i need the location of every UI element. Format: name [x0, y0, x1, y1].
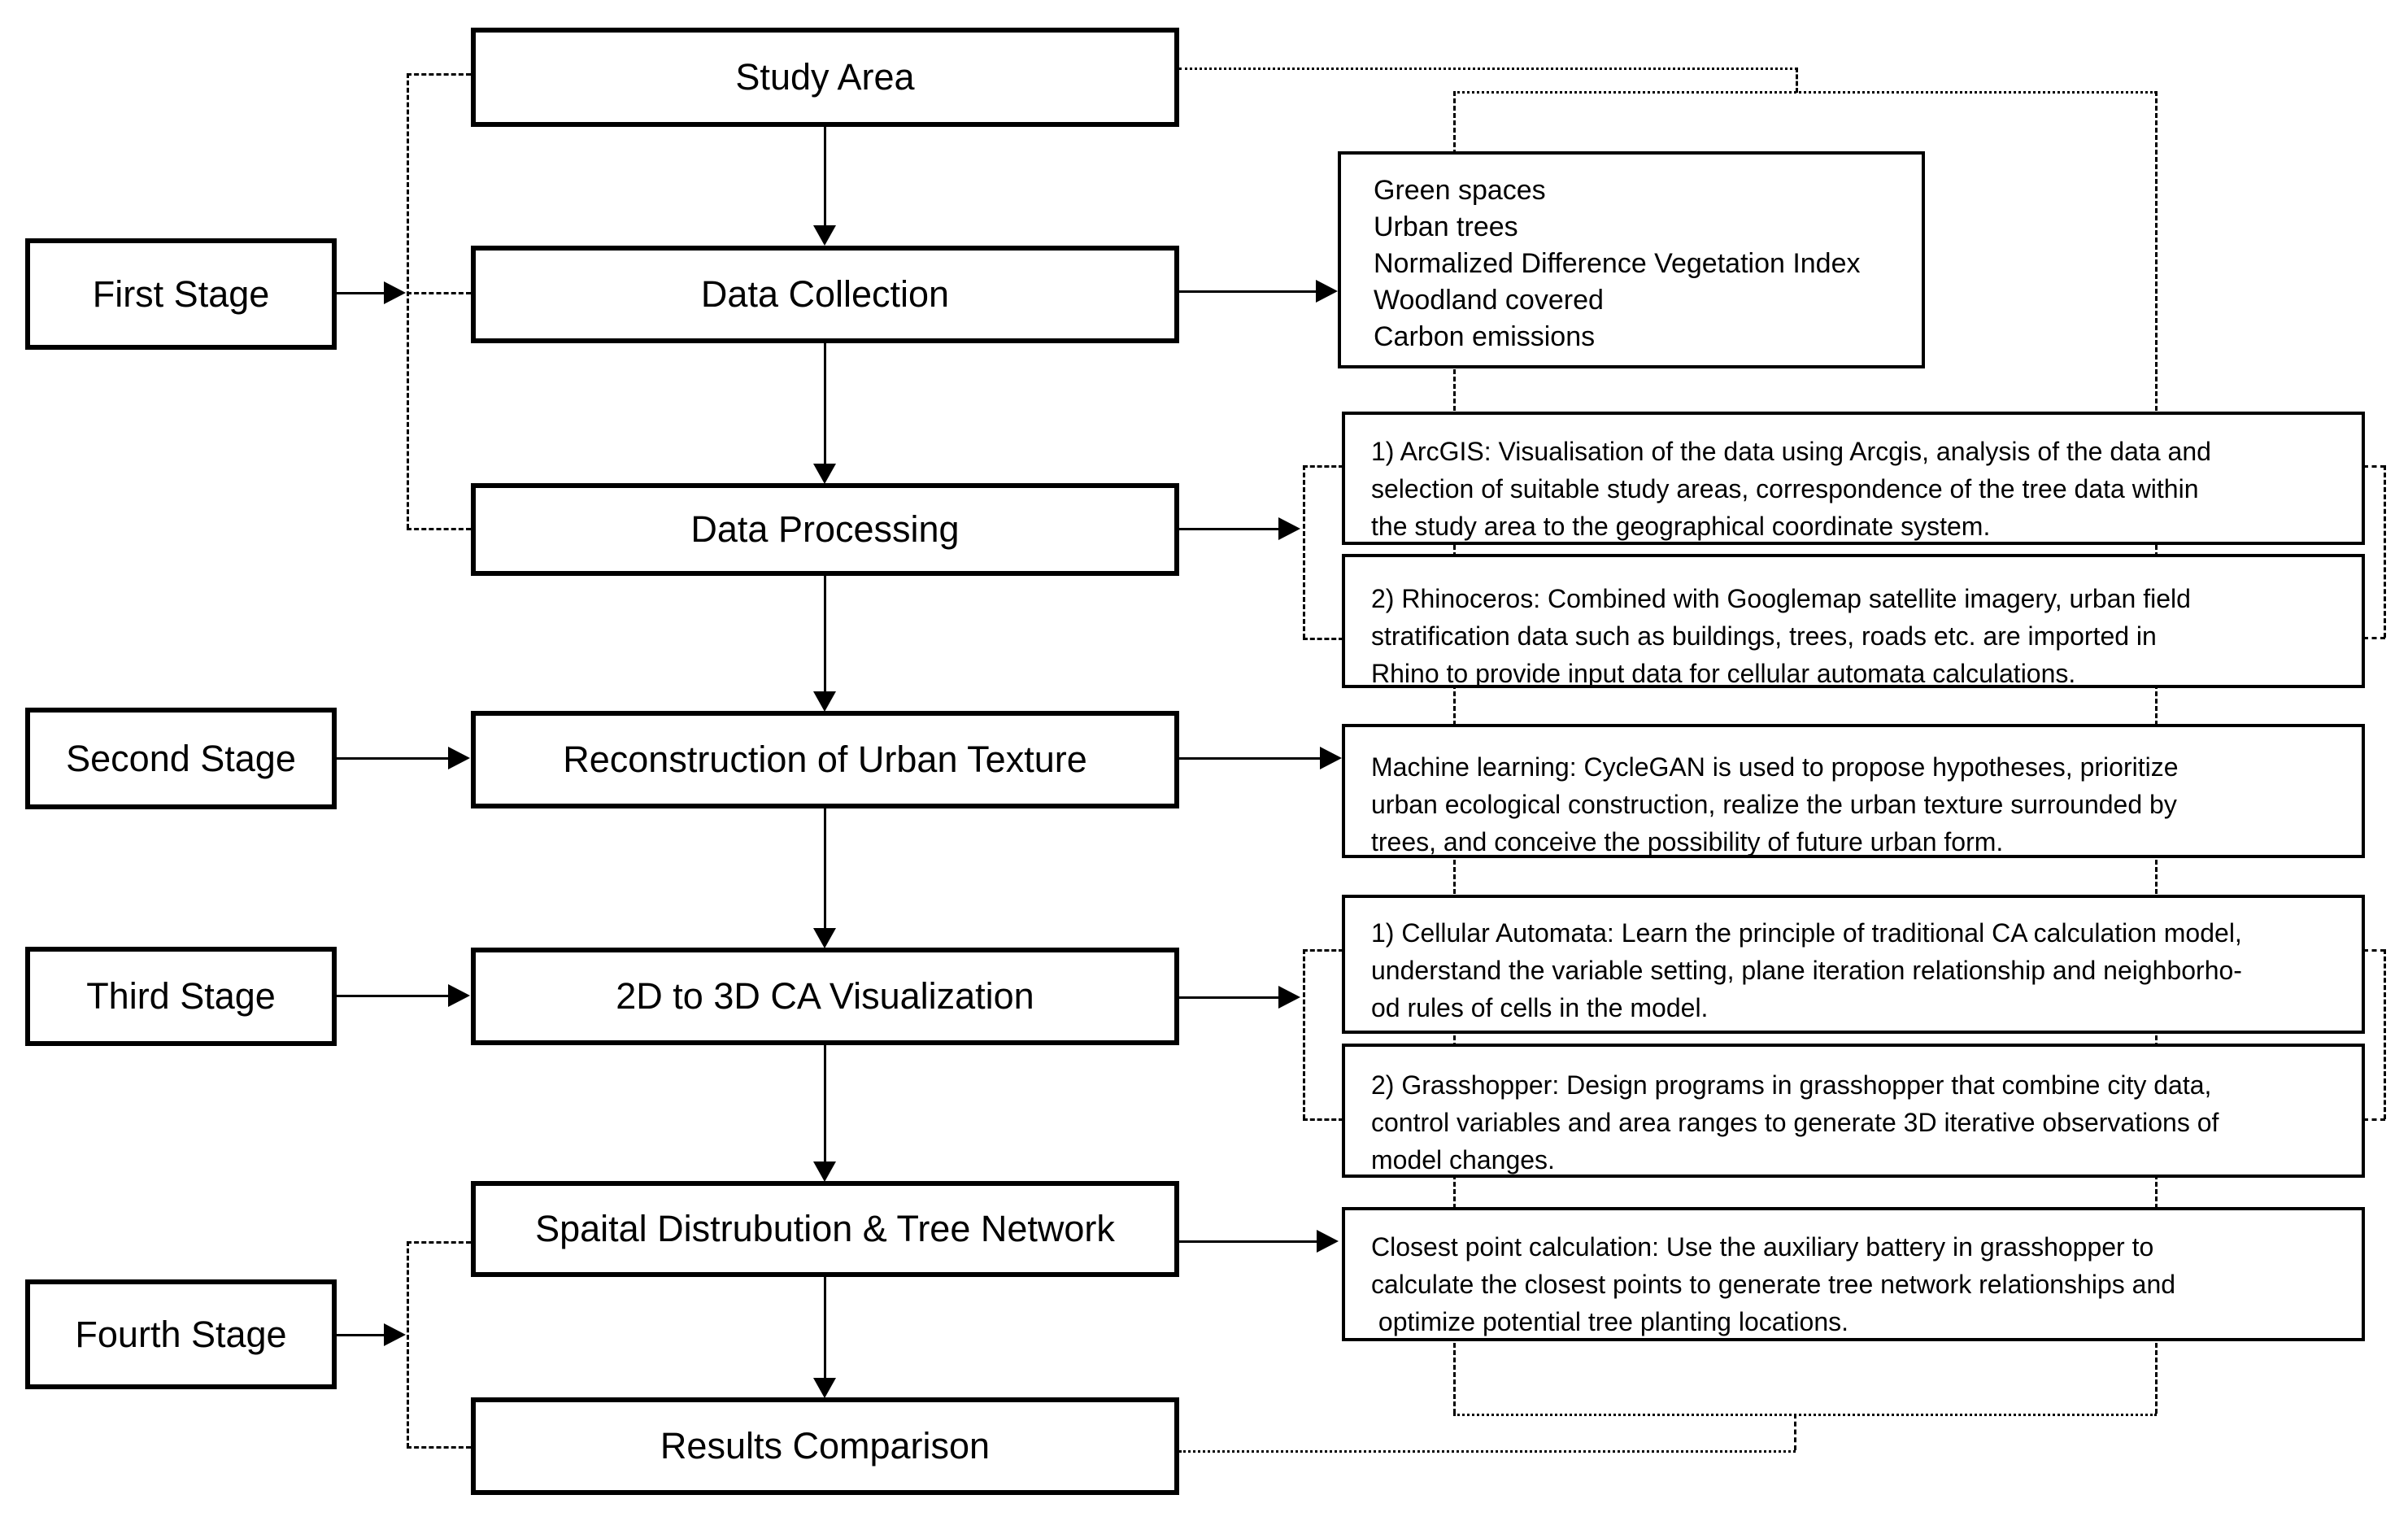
- arrow-line-data-processing-to-reconstruction: [824, 576, 826, 691]
- dashed-stub-to-cellular-automata: [1303, 949, 1343, 952]
- flow-box-data-processing: Data Processing: [471, 483, 1179, 576]
- arrow-line-spatial-distribution-to-closest-point: [1179, 1240, 1317, 1243]
- dashed-bracket-ca-tools-vertical: [1303, 949, 1305, 1119]
- dashed-stub-fourth-stage-to-spatial-distribution: [407, 1241, 471, 1244]
- dashed-stub-first-stage-to-data-collection: [407, 292, 471, 294]
- stage-box-first-stage: First Stage: [25, 238, 337, 350]
- flow-box-results-comparison: Results Comparison: [471, 1397, 1179, 1495]
- arrowhead-spatial-distribution-to-results-comparison: [813, 1378, 836, 1398]
- arrow-line-spatial-distribution-to-results-comparison: [824, 1277, 826, 1378]
- arrow-line-fourth-stage: [333, 1334, 385, 1336]
- detail-box-data-collection-items: Green spaces Urban trees Normalized Diff…: [1338, 151, 1925, 368]
- arrowhead-ca-visualization-to-spatial-distribution: [813, 1161, 836, 1182]
- flow-box-data-collection: Data Collection: [471, 246, 1179, 343]
- dashed-stub-to-rhinoceros: [1303, 638, 1343, 640]
- dotted-stub-bottom-step: [1794, 1414, 1796, 1450]
- detail-box-machine-learning: Machine learning: CycleGAN is used to pr…: [1342, 724, 2365, 858]
- arrow-line-data-collection-to-data-processing: [824, 343, 826, 464]
- dashed-bracket-first-stage-vertical: [407, 73, 409, 529]
- arrowhead-fourth-stage: [384, 1323, 406, 1346]
- dashed-bracket-cellular-grasshopper-right-vertical: [2384, 949, 2386, 1119]
- arrow-line-reconstruction-to-ca-visualization: [824, 808, 826, 928]
- flow-box-2d-3d-ca-visualization: 2D to 3D CA Visualization: [471, 948, 1179, 1045]
- flow-box-spatial-distribution-tree-network: Spaital Distrubution & Tree Network: [471, 1181, 1179, 1277]
- detail-box-grasshopper: 2) Grasshopper: Design programs in grass…: [1342, 1044, 2365, 1178]
- arrow-line-data-processing-to-tools: [1179, 528, 1279, 530]
- arrowhead-second-stage: [448, 747, 470, 769]
- arrowhead-reconstruction-to-machine-learning: [1320, 747, 1342, 769]
- arrow-line-reconstruction-to-machine-learning: [1179, 757, 1321, 760]
- arrowhead-third-stage: [448, 984, 470, 1007]
- arrowhead-data-collection-to-items: [1316, 280, 1338, 303]
- arrow-line-ca-visualization-to-tools: [1179, 996, 1279, 999]
- arrowhead-first-stage: [384, 281, 406, 304]
- arrowhead-spatial-distribution-to-closest-point: [1317, 1230, 1339, 1253]
- arrow-line-first-stage: [334, 292, 385, 294]
- dotted-stub-top-step: [1796, 68, 1798, 93]
- arrow-line-third-stage: [337, 995, 449, 997]
- dashed-stub-arcgis-right: [2363, 465, 2385, 468]
- arrowhead-reconstruction-to-ca-visualization: [813, 928, 836, 948]
- dotted-line-bottom-span: [1453, 1414, 2157, 1416]
- arrowhead-data-collection-to-data-processing: [813, 464, 836, 484]
- flow-box-reconstruction-urban-texture: Reconstruction of Urban Texture: [471, 711, 1179, 808]
- dashed-stub-rhinoceros-right: [2363, 637, 2385, 639]
- stage-box-second-stage: Second Stage: [25, 708, 337, 809]
- dashed-stub-first-stage-to-data-processing: [407, 528, 471, 530]
- flow-box-study-area: Study Area: [471, 28, 1179, 127]
- dashed-bracket-arcgis-rhinoceros-right-vertical: [2384, 465, 2386, 638]
- arrowhead-ca-visualization-to-tools: [1278, 986, 1300, 1009]
- detail-box-rhinoceros: 2) Rhinoceros: Combined with Googlemap s…: [1342, 554, 2365, 688]
- arrow-line-study-area-to-data-collection: [824, 127, 826, 225]
- dashed-stub-grasshopper-right: [2363, 1118, 2385, 1121]
- dotted-line-results-comparison-right: [1179, 1450, 1796, 1453]
- arrowhead-data-processing-to-reconstruction: [813, 691, 836, 712]
- dashed-bracket-processing-tools-vertical: [1303, 465, 1305, 638]
- dashed-stub-first-stage-to-study-area: [407, 73, 471, 76]
- dotted-line-top-span: [1453, 91, 2157, 94]
- arrowhead-data-processing-to-tools: [1278, 517, 1300, 540]
- detail-box-cellular-automata: 1) Cellular Automata: Learn the principl…: [1342, 895, 2365, 1034]
- dashed-stub-fourth-stage-to-results-comparison: [407, 1446, 471, 1449]
- detail-box-arcgis: 1) ArcGIS: Visualisation of the data usi…: [1342, 412, 2365, 545]
- stage-box-fourth-stage: Fourth Stage: [25, 1279, 337, 1389]
- dashed-stub-cellular-right: [2363, 949, 2385, 952]
- arrowhead-study-area-to-data-collection: [813, 225, 836, 246]
- dashed-stub-to-arcgis: [1303, 465, 1343, 468]
- dashed-stub-to-grasshopper: [1303, 1118, 1343, 1121]
- dashed-bracket-fourth-stage-vertical: [407, 1241, 409, 1448]
- dotted-line-study-area-right: [1179, 68, 1797, 70]
- arrow-line-data-collection-to-items: [1179, 290, 1317, 293]
- detail-box-closest-point: Closest point calculation: Use the auxil…: [1342, 1207, 2365, 1341]
- arrow-line-ca-visualization-to-spatial-distribution: [824, 1045, 826, 1161]
- arrow-line-second-stage: [337, 757, 449, 760]
- stage-box-third-stage: Third Stage: [25, 947, 337, 1046]
